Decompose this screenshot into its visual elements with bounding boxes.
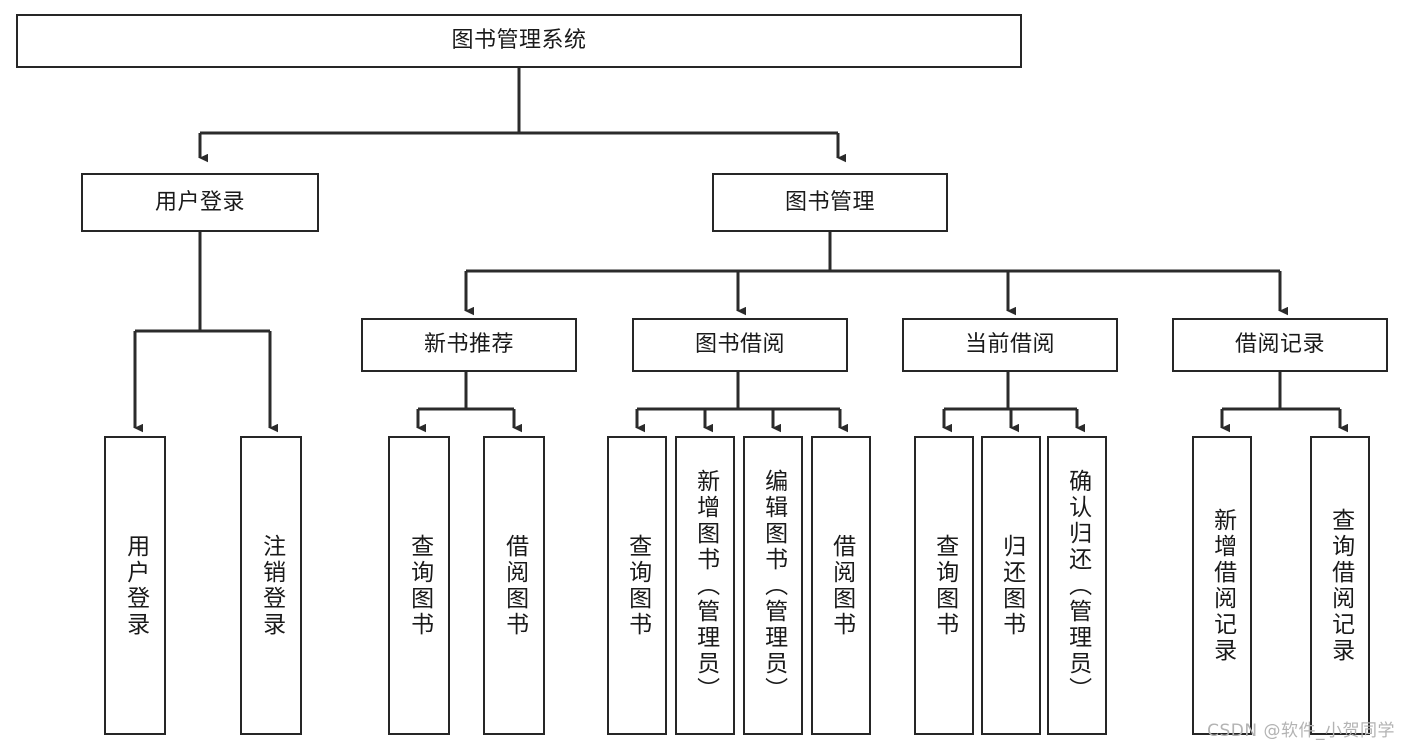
node-label: 编辑图书（管理员） xyxy=(760,468,787,703)
leaf-query-book-recommend[interactable]: 查询图书 xyxy=(388,436,450,735)
node-new-book-recommend[interactable]: 新书推荐 xyxy=(361,318,577,372)
node-label: 新增图书（管理员） xyxy=(692,468,719,703)
node-label: 借阅图书 xyxy=(501,533,528,638)
leaf-add-book[interactable]: 新增图书（管理员） xyxy=(675,436,735,735)
node-label: 用户登录 xyxy=(122,533,149,638)
node-book-borrow[interactable]: 图书借阅 xyxy=(632,318,848,372)
leaf-add-borrow-record[interactable]: 新增借阅记录 xyxy=(1192,436,1252,735)
node-label: 当前借阅 xyxy=(964,332,1055,358)
leaf-user-login[interactable]: 用户登录 xyxy=(104,436,166,735)
node-label: 借阅记录 xyxy=(1234,332,1325,358)
leaf-borrow-book-recommend[interactable]: 借阅图书 xyxy=(483,436,545,735)
node-label: 新增借阅记录 xyxy=(1209,507,1236,664)
node-label: 注销登录 xyxy=(258,533,285,638)
node-label: 新书推荐 xyxy=(423,332,514,358)
leaf-query-book-borrow[interactable]: 查询图书 xyxy=(607,436,667,735)
node-label: 查询图书 xyxy=(406,533,433,638)
node-label: 归还图书 xyxy=(998,533,1025,638)
node-label: 借阅图书 xyxy=(828,533,855,638)
node-root-system[interactable]: 图书管理系统 xyxy=(16,14,1022,68)
node-label: 查询图书 xyxy=(624,533,651,638)
leaf-borrow-book[interactable]: 借阅图书 xyxy=(811,436,871,735)
node-current-borrow[interactable]: 当前借阅 xyxy=(902,318,1118,372)
node-label: 用户登录 xyxy=(154,189,245,215)
leaf-edit-book[interactable]: 编辑图书（管理员） xyxy=(743,436,803,735)
node-label: 查询图书 xyxy=(931,533,958,638)
leaf-confirm-return[interactable]: 确认归还（管理员） xyxy=(1047,436,1107,735)
node-label: 查询借阅记录 xyxy=(1327,507,1354,664)
node-user-login[interactable]: 用户登录 xyxy=(81,173,319,232)
leaf-query-book-current[interactable]: 查询图书 xyxy=(914,436,974,735)
node-label: 图书借阅 xyxy=(694,332,785,358)
leaf-query-borrow-record[interactable]: 查询借阅记录 xyxy=(1310,436,1370,735)
node-label: 图书管理系统 xyxy=(451,28,587,54)
leaf-logout-login[interactable]: 注销登录 xyxy=(240,436,302,735)
node-book-manage[interactable]: 图书管理 xyxy=(712,173,948,232)
node-label: 图书管理 xyxy=(784,189,875,215)
leaf-return-book[interactable]: 归还图书 xyxy=(981,436,1041,735)
csdn-watermark: CSDN @软件_小贺同学 xyxy=(1207,721,1395,741)
node-borrow-record[interactable]: 借阅记录 xyxy=(1172,318,1388,372)
node-label: 确认归还（管理员） xyxy=(1064,468,1091,703)
